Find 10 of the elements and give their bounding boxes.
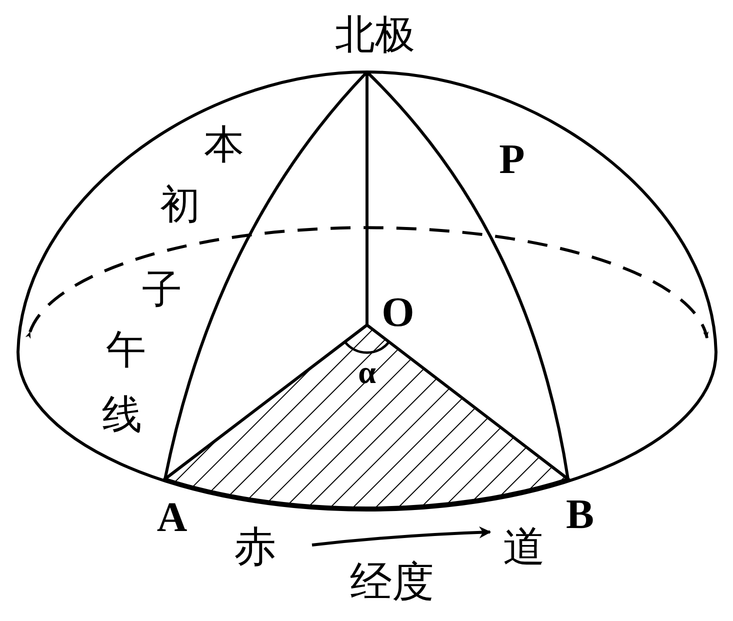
point-label: P <box>499 139 525 181</box>
angle-label: α <box>358 356 376 388</box>
equator-label: 道 <box>503 527 545 569</box>
point-label: B <box>566 494 594 536</box>
longitude-label: 经度 <box>350 562 434 604</box>
meridian-label: 本初子午线 <box>102 125 244 435</box>
point-label: A <box>156 497 188 539</box>
point-label: O <box>382 292 414 334</box>
pole-label: 北极 <box>335 15 415 55</box>
equator-label: 赤 <box>234 527 276 569</box>
